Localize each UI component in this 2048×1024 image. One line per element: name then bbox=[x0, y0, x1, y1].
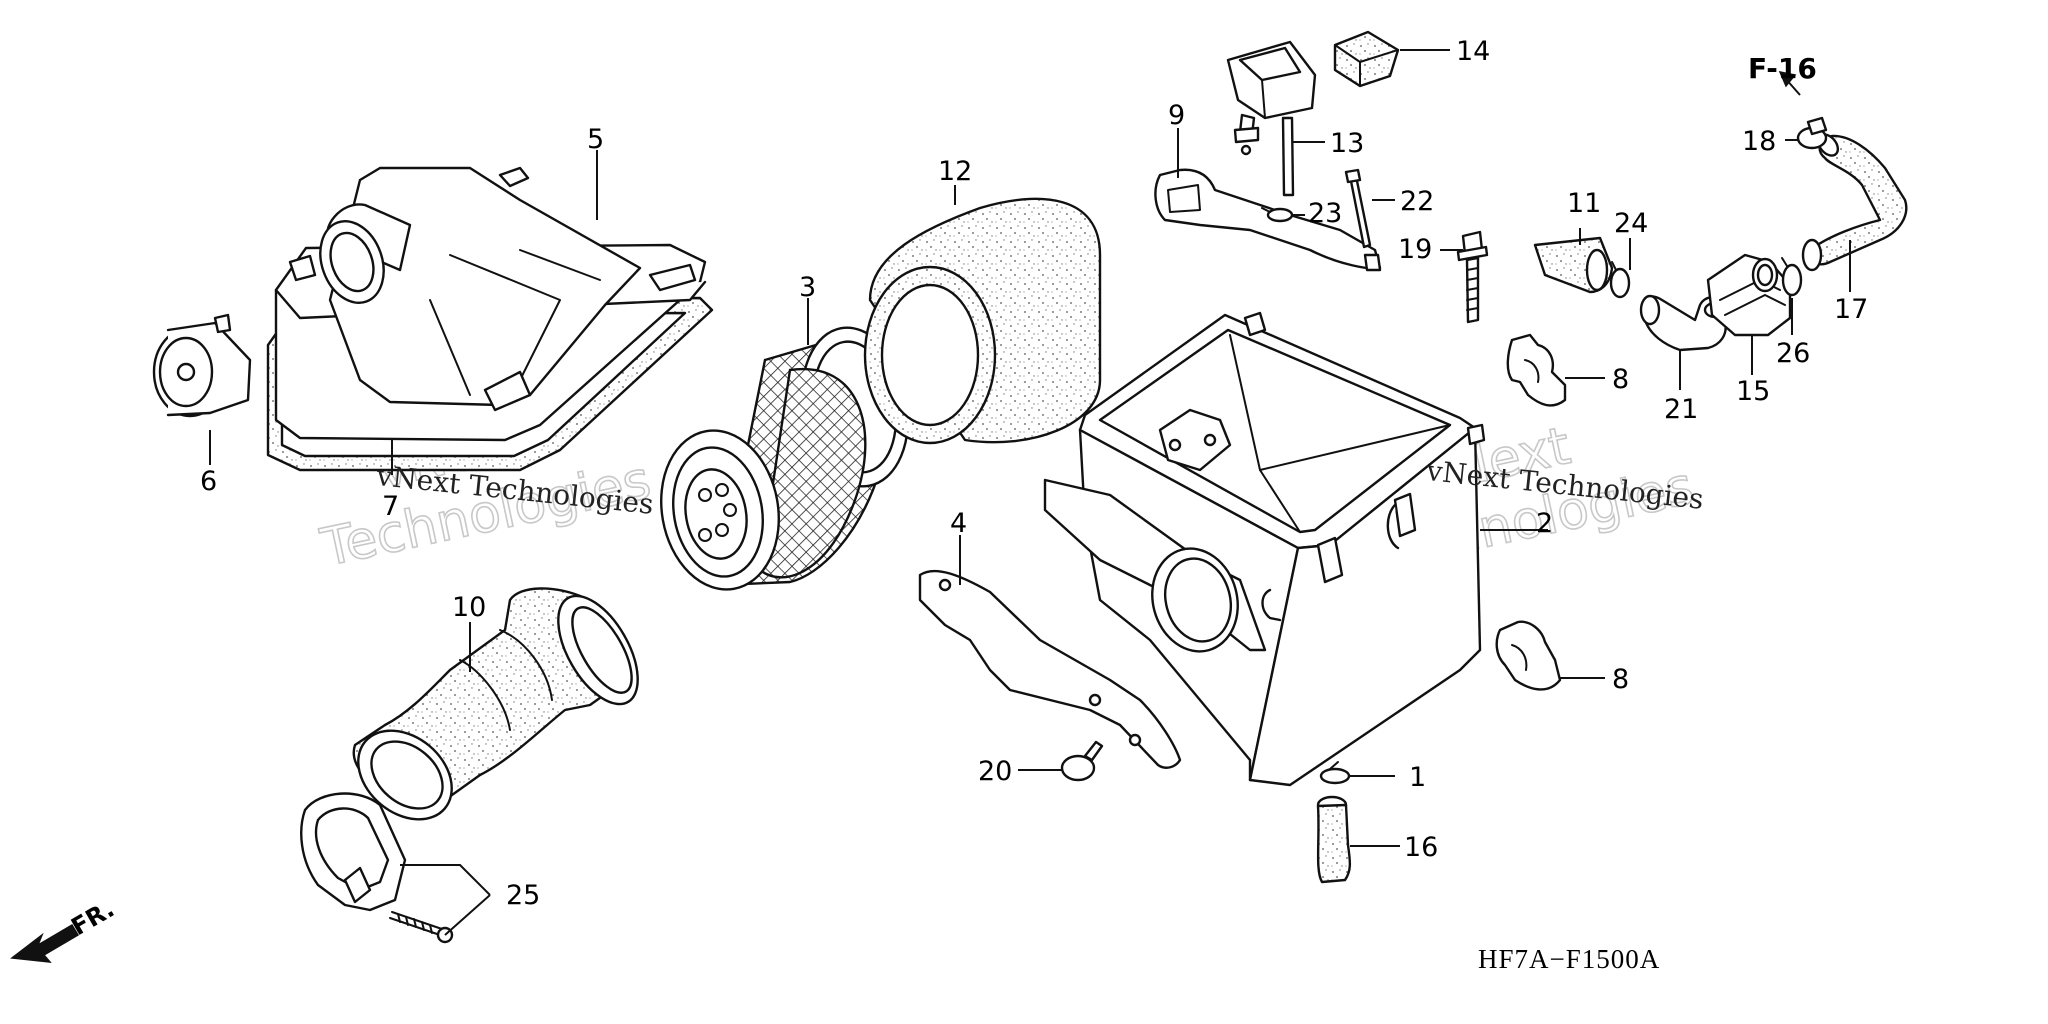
part-22-pin bbox=[1344, 168, 1372, 249]
part-26-hose-clip bbox=[1781, 257, 1803, 297]
callout-9: 9 bbox=[1168, 100, 1185, 131]
callout-16: 16 bbox=[1404, 832, 1438, 863]
part-18-hose-clip bbox=[1796, 116, 1828, 150]
part-10-intake-duct bbox=[352, 587, 639, 821]
part-9-strap bbox=[1154, 168, 1382, 272]
part-2-air-cleaner-case bbox=[1043, 311, 1486, 787]
callout-5: 5 bbox=[587, 124, 604, 155]
callout-23: 23 bbox=[1308, 198, 1342, 229]
callout-1: 1 bbox=[1409, 762, 1426, 793]
front-direction-arrow: FR. bbox=[10, 895, 119, 963]
part-11-sleeve bbox=[1533, 236, 1614, 294]
callout-21: 21 bbox=[1664, 394, 1698, 425]
callout-6: 6 bbox=[200, 466, 217, 497]
callout-26: 26 bbox=[1776, 338, 1810, 369]
callout-labels: 1 2 3 4 5 6 7 8 8 9 10 11 12 13 14 15 16… bbox=[200, 36, 1868, 911]
part-1-clip bbox=[1319, 761, 1351, 785]
part-8-clamp-lower bbox=[1495, 620, 1562, 691]
part-25-clamp-band bbox=[300, 792, 454, 944]
part-20-push-rivet bbox=[1060, 740, 1104, 782]
part-13-breather-boot bbox=[1226, 40, 1317, 197]
callout-8-upper: 8 bbox=[1612, 364, 1629, 395]
part-12-foam-filter bbox=[863, 197, 1102, 445]
part-8-clamp-upper bbox=[1506, 333, 1567, 407]
callout-13: 13 bbox=[1330, 128, 1364, 159]
callout-7: 7 bbox=[382, 491, 399, 522]
callout-10: 10 bbox=[452, 592, 486, 623]
callout-11: 11 bbox=[1567, 188, 1601, 219]
callout-15: 15 bbox=[1736, 376, 1770, 407]
part-4-bracket bbox=[918, 569, 1182, 769]
part-16-drain-tube bbox=[1316, 795, 1352, 884]
callout-14: 14 bbox=[1456, 36, 1490, 67]
part-24-hose-clip bbox=[1609, 261, 1631, 299]
part-15-check-valve bbox=[1706, 253, 1792, 337]
leader-lines bbox=[209, 49, 1851, 936]
callout-24: 24 bbox=[1614, 208, 1648, 239]
callout-18: 18 bbox=[1742, 126, 1776, 157]
callout-2: 2 bbox=[1536, 508, 1553, 539]
part-6-drain-cap bbox=[152, 313, 252, 418]
part-19-bolt bbox=[1456, 230, 1489, 324]
part-17-breather-hose bbox=[1801, 133, 1908, 272]
reference-f16: F-16 bbox=[1748, 52, 1817, 85]
callout-8-lower: 8 bbox=[1612, 664, 1629, 695]
callout-17: 17 bbox=[1834, 294, 1868, 325]
part-14-sponge bbox=[1333, 30, 1400, 88]
callout-22: 22 bbox=[1400, 186, 1434, 217]
callout-12: 12 bbox=[938, 156, 972, 187]
callout-3: 3 bbox=[799, 272, 816, 303]
part-23-clip bbox=[1261, 207, 1294, 223]
callout-25: 25 bbox=[506, 880, 540, 911]
callout-4: 4 bbox=[950, 508, 967, 539]
part-5-air-cleaner-cover bbox=[266, 166, 714, 472]
callout-20: 20 bbox=[978, 756, 1012, 787]
callout-19: 19 bbox=[1398, 234, 1432, 265]
drawing-code: HF7A−F1500A bbox=[1478, 944, 1660, 974]
